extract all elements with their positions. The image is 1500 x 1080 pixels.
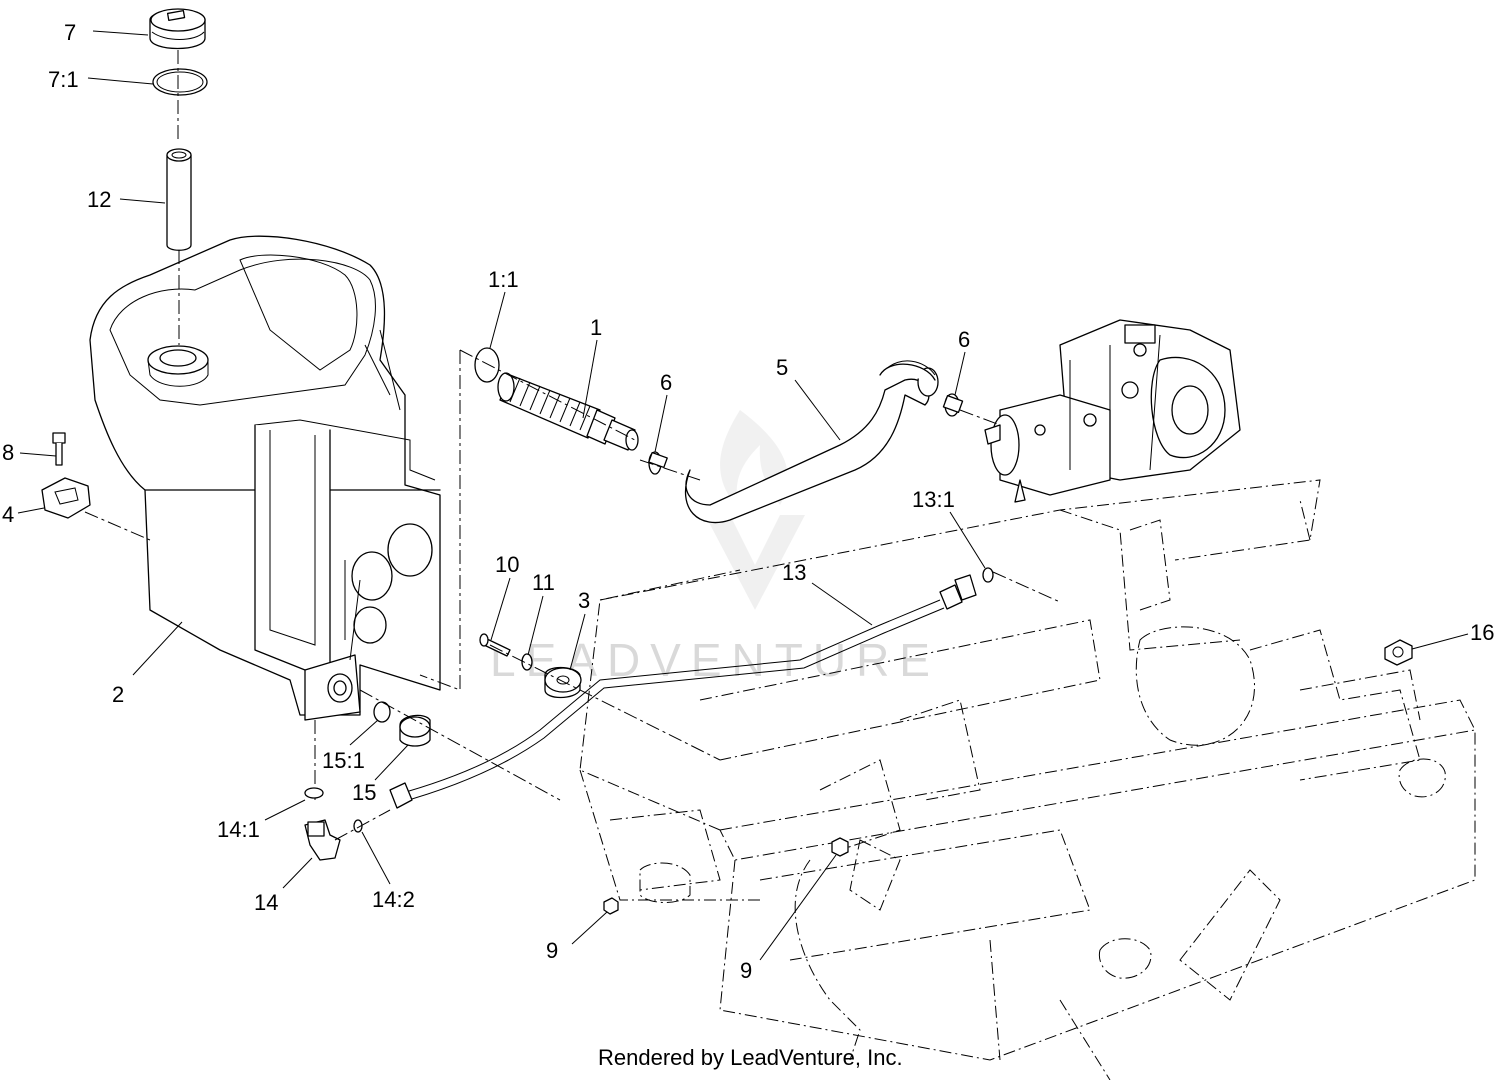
mount-bracket xyxy=(41,477,91,519)
fill-tube xyxy=(166,148,192,251)
callout-8: 8 xyxy=(2,440,14,465)
elbow-fitting-14 xyxy=(304,819,341,861)
callout-9-lower: 9 xyxy=(546,938,558,963)
tank-cap xyxy=(149,8,206,50)
clamp-centerline-left xyxy=(639,459,701,481)
filter-centerline xyxy=(459,349,636,441)
hose-clamp-right xyxy=(942,393,964,417)
callout-3: 3 xyxy=(578,588,590,613)
footer-credit: Rendered by LeadVenture, Inc. xyxy=(598,1045,903,1070)
mower-frame xyxy=(579,479,1476,1080)
callout-7-1: 7:1 xyxy=(48,67,79,92)
hydraulic-line xyxy=(389,574,977,809)
plug-centerline xyxy=(359,689,561,801)
hydraulic-pump xyxy=(984,319,1241,503)
bolt-10 xyxy=(479,633,511,657)
washer-11 xyxy=(521,653,533,671)
elbow-side-centerline xyxy=(334,809,391,841)
spacer-centerline xyxy=(489,644,721,761)
callout-16: 16 xyxy=(1470,620,1494,645)
leader-lines xyxy=(17,30,1469,961)
callout-11: 11 xyxy=(532,570,555,595)
callout-14: 14 xyxy=(254,890,278,915)
hydraulic-tank xyxy=(89,235,441,721)
line-centerline xyxy=(992,571,1061,603)
suction-filter xyxy=(497,372,639,451)
bolt-8 xyxy=(52,432,66,466)
callout-10: 10 xyxy=(495,552,519,577)
bracket-centerline xyxy=(84,511,151,541)
filter-boundary-line xyxy=(419,350,461,691)
callout-13: 13 xyxy=(782,560,806,585)
clamp-centerline-right xyxy=(959,409,1001,426)
cap-o-ring xyxy=(152,68,208,96)
spacer-3 xyxy=(544,666,582,699)
callout-7: 7 xyxy=(64,20,76,45)
callout-14-1: 14:1 xyxy=(217,817,260,842)
nut-9-upper xyxy=(831,837,849,857)
callout-labels: 7 7:1 12 1:1 1 6 5 6 8 4 2 13:1 13 10 11… xyxy=(2,20,1494,983)
filter-o-ring xyxy=(474,347,500,383)
hose-clamp-left xyxy=(648,451,668,475)
callout-9-upper: 9 xyxy=(740,958,752,983)
callout-12: 12 xyxy=(87,187,111,212)
nut-16-hole xyxy=(1392,646,1404,658)
callout-6-left: 6 xyxy=(660,370,672,395)
cap-o-ring-inner xyxy=(156,71,204,93)
elbow-o-ring-14-1 xyxy=(304,787,324,799)
callout-13-1: 13:1 xyxy=(912,487,955,512)
callout-15-1: 15:1 xyxy=(322,748,365,773)
callout-5: 5 xyxy=(776,355,788,380)
line-o-ring xyxy=(982,567,994,583)
plug-15 xyxy=(399,714,431,747)
nut-9-lower xyxy=(603,897,619,915)
elbow-o-ring-14-2 xyxy=(353,819,363,833)
callout-4: 4 xyxy=(2,502,14,527)
suction-hose xyxy=(684,360,939,524)
nut-16 xyxy=(1384,639,1413,666)
callout-14-2: 14:2 xyxy=(372,887,415,912)
callout-15: 15 xyxy=(352,780,376,805)
callout-2: 2 xyxy=(112,682,124,707)
callout-1: 1 xyxy=(590,315,602,340)
callout-1-1: 1:1 xyxy=(488,267,519,292)
callout-6-right: 6 xyxy=(958,327,970,352)
